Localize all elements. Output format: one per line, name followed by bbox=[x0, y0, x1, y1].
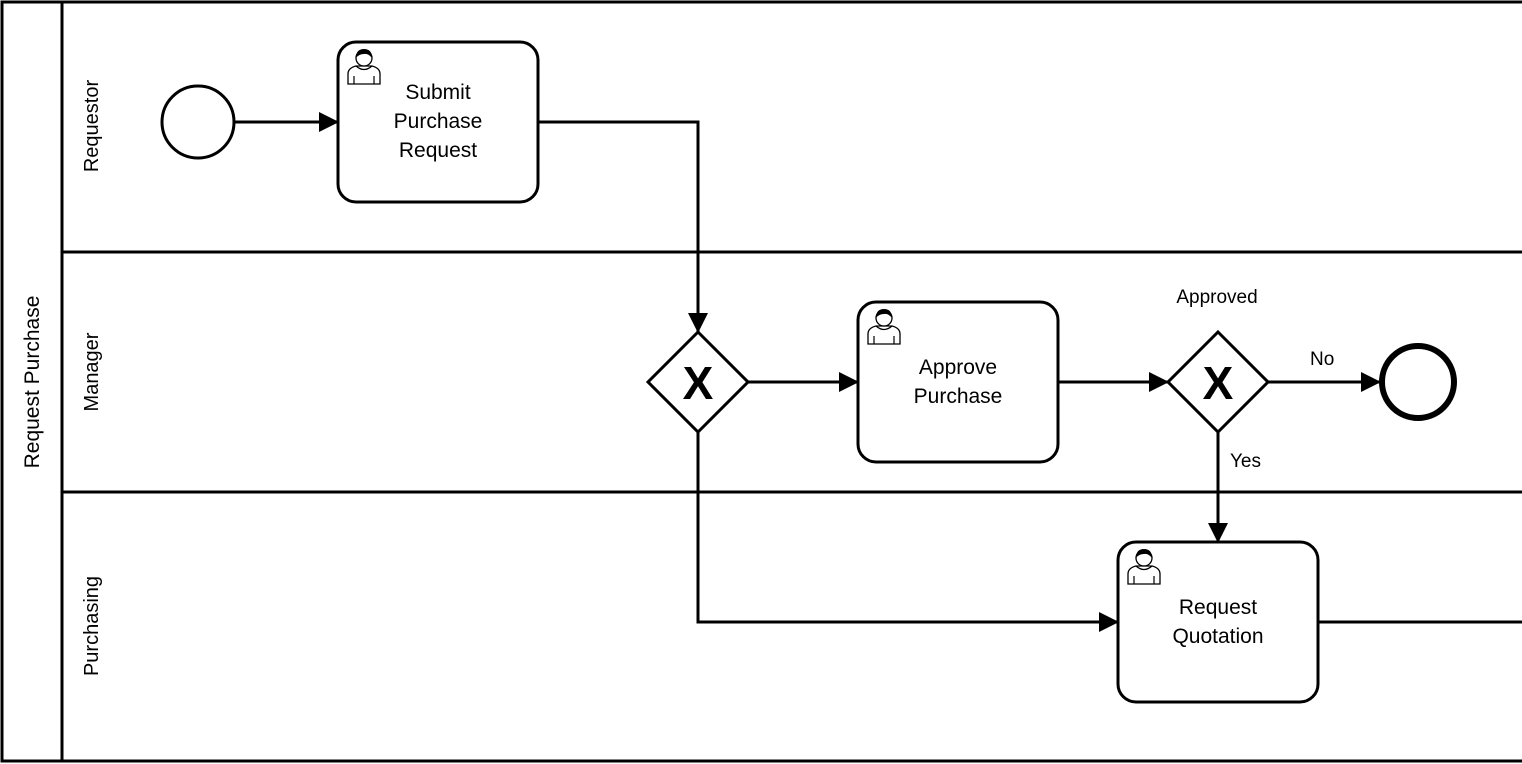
lane-manager: Manager bbox=[81, 332, 103, 411]
task-label-line: Submit bbox=[405, 81, 471, 104]
task-label-line: Quotation bbox=[1172, 625, 1263, 648]
exclusive-gateway-merge[interactable]: X bbox=[645, 329, 751, 435]
lane-label-requestor: Requestor bbox=[81, 80, 103, 173]
task-request-quotation[interactable]: Request Quotation bbox=[1116, 540, 1320, 704]
exclusive-gateway-x-icon: X bbox=[1203, 357, 1234, 409]
end-event[interactable] bbox=[1379, 343, 1457, 421]
lane-label-purchasing: Purchasing bbox=[81, 576, 103, 676]
task-submit-purchase-request[interactable]: Submit Purchase Request bbox=[336, 40, 540, 204]
flow-label-yes: Yes bbox=[1230, 451, 1261, 472]
task-label-line: Request bbox=[399, 139, 477, 162]
task-label-line: Request bbox=[1179, 596, 1257, 619]
task-label-line: Purchase bbox=[914, 385, 1003, 408]
gateway-label-approved: Approved bbox=[1176, 287, 1257, 308]
task-label-line: Purchase bbox=[394, 110, 483, 133]
exclusive-gateway-x-icon: X bbox=[683, 357, 714, 409]
flow-label-no: No bbox=[1310, 349, 1334, 370]
lane-label-manager: Manager bbox=[81, 332, 103, 411]
lane-requestor: Requestor bbox=[81, 80, 103, 173]
task-label-line: Approve bbox=[919, 356, 997, 379]
lane-purchasing: Purchasing bbox=[81, 576, 103, 676]
flow-submit-to-gateway[interactable] bbox=[538, 120, 708, 333]
pool-label: Request Purchase bbox=[21, 296, 44, 469]
task-approve-purchase[interactable]: Approve Purchase bbox=[856, 300, 1060, 464]
start-event[interactable] bbox=[160, 84, 236, 160]
exclusive-gateway-approved[interactable]: X bbox=[1165, 329, 1271, 435]
flow-gateway-to-quotation[interactable] bbox=[696, 432, 1119, 632]
